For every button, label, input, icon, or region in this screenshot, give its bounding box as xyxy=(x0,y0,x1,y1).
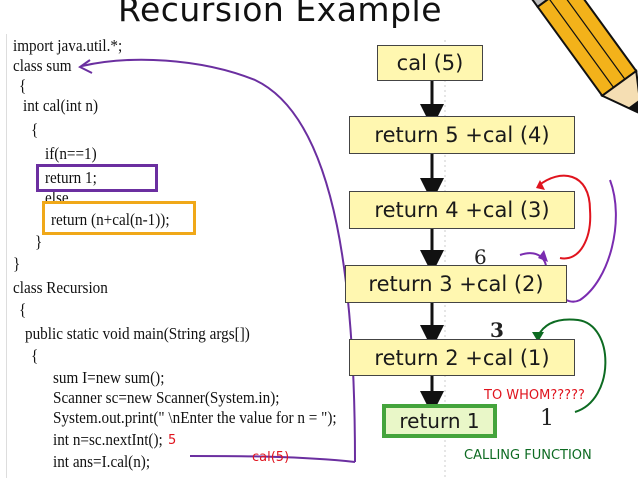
code-panel: import java.util.*; class sum { int cal(… xyxy=(6,34,343,478)
code-line: } xyxy=(35,232,43,251)
return-path-green xyxy=(537,318,607,413)
code-line: Scanner sc=new Scanner(System.in); xyxy=(53,388,280,407)
return-1-highlight xyxy=(36,164,158,192)
code-line: int ans=I.cal(n); xyxy=(53,452,151,471)
value-3-annotation: 3 xyxy=(490,318,504,342)
flow-box-return-4: return 4 +cal (3) xyxy=(349,191,575,229)
value-6-annotation: 6 xyxy=(474,245,487,269)
call-return-arrowhead xyxy=(78,59,93,74)
flow-box-return-5: return 5 +cal (4) xyxy=(349,116,575,154)
code-line: class Recursion xyxy=(13,278,108,297)
code-line: import java.util.*; xyxy=(13,36,123,55)
slide-title: Recursion Example xyxy=(118,0,442,29)
code-line: { xyxy=(19,76,27,95)
code-line: int n=sc.nextInt(); xyxy=(53,430,163,449)
code-line: return 1; xyxy=(45,168,97,187)
call-return-path xyxy=(81,58,356,463)
value-1-annotation: 1 xyxy=(540,406,554,431)
code-line: int cal(int n) xyxy=(23,96,99,115)
return-path-red xyxy=(537,174,592,260)
code-line: System.out.print(" \nEnter the value for… xyxy=(53,408,337,427)
flow-box-cal-5: cal (5) xyxy=(377,45,483,81)
code-line: return (n+cal(n-1)); xyxy=(51,210,170,229)
return-arrowhead-purple xyxy=(538,250,548,262)
code-line: if(n==1) xyxy=(45,144,97,163)
return-arrowhead-green xyxy=(532,332,544,342)
code-line: { xyxy=(31,120,39,139)
question-annotation: TO WHOM????? xyxy=(484,388,585,403)
flow-box-return-3: return 3 +cal (2) xyxy=(345,265,567,303)
code-line: class sum xyxy=(13,56,72,75)
code-line: public static void main(String args[]) xyxy=(25,324,250,343)
code-line: { xyxy=(31,346,39,365)
calling-function-label: CALLING FUNCTION xyxy=(464,448,592,463)
call-label-annotation: cal(5) xyxy=(252,450,290,465)
code-line: } xyxy=(13,254,21,273)
flow-box-return-2: return 2 +cal (1) xyxy=(349,339,575,376)
pencil-icon xyxy=(529,0,638,116)
flow-box-return-1: return 1 xyxy=(382,404,497,438)
code-line: { xyxy=(19,300,27,319)
recursive-call-highlight xyxy=(42,201,196,235)
code-line: sum I=new sum(); xyxy=(53,368,165,387)
input-value-annotation: 5 xyxy=(168,433,177,448)
return-arrowhead-red xyxy=(536,180,545,190)
call-underline xyxy=(189,455,356,463)
